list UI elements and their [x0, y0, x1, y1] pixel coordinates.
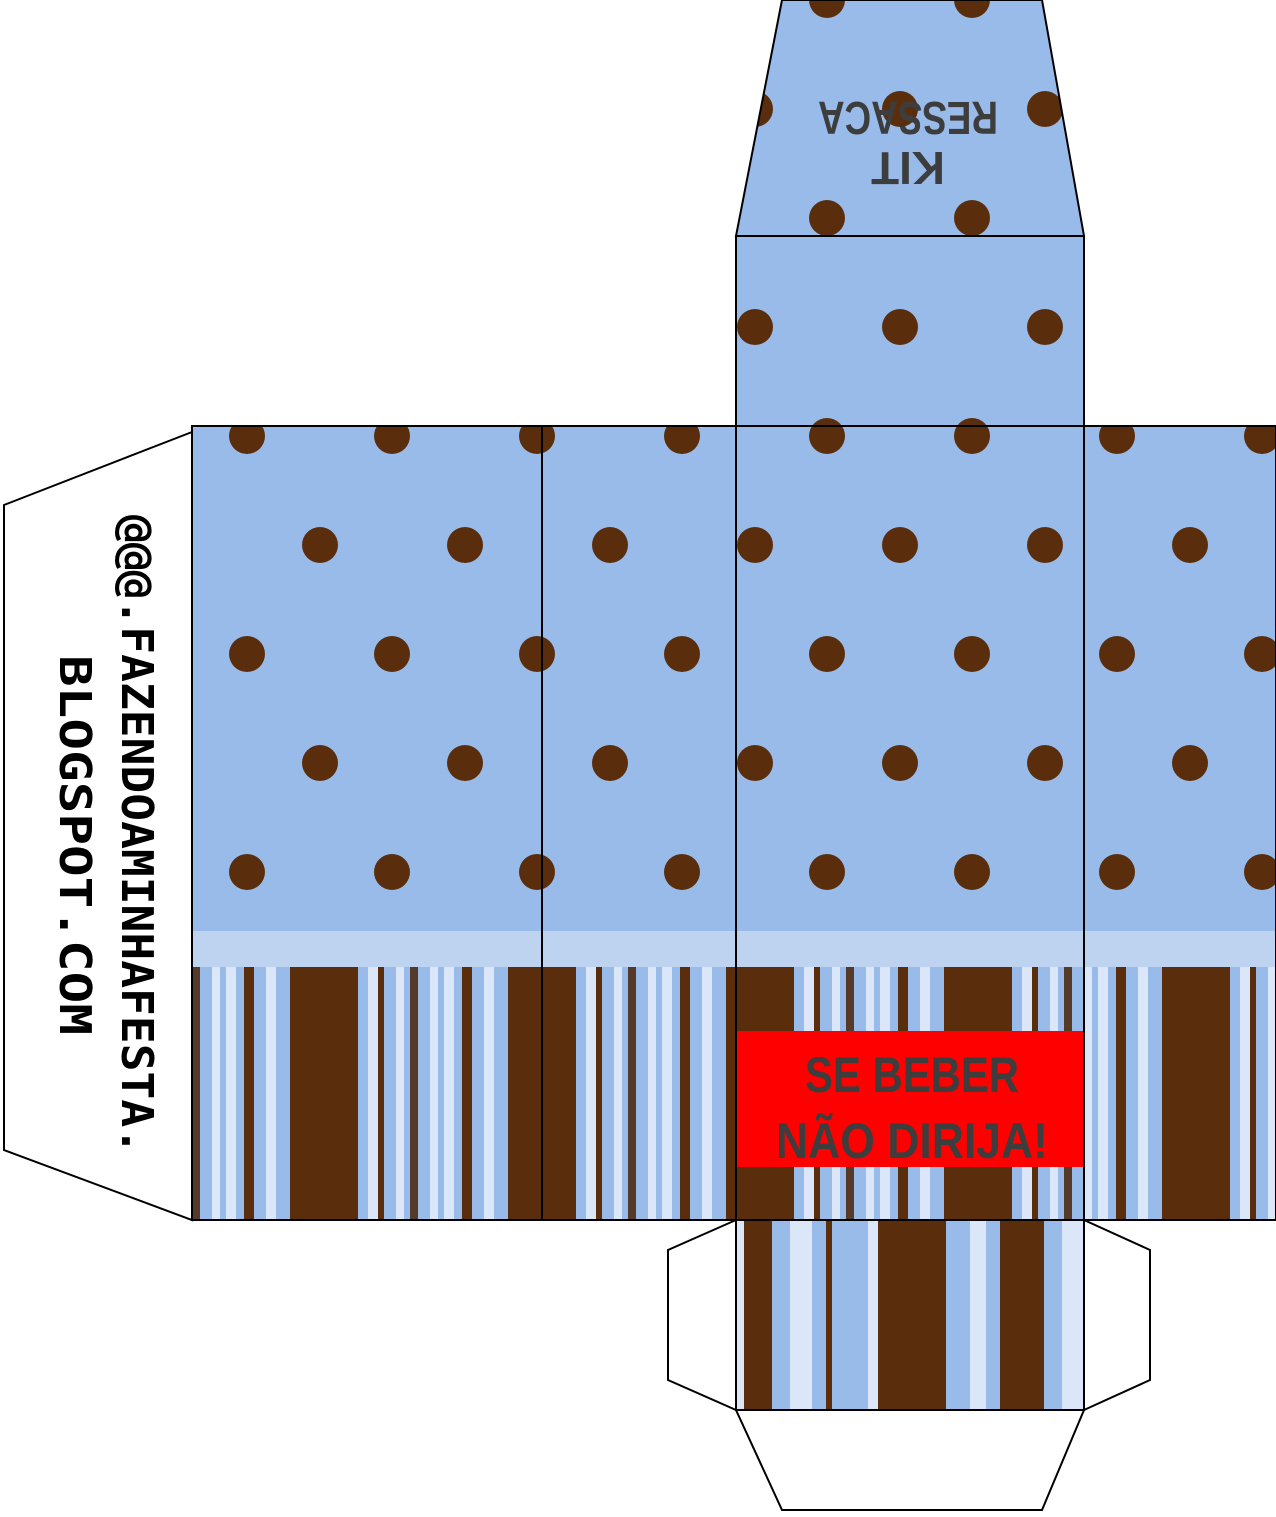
- bottom-tuck-flap: [734, 1409, 1086, 1511]
- side-flap-text-line-2: BLOGSPOT.COM: [49, 655, 100, 1035]
- warning-text-line-1: SE BEBER: [805, 1047, 1019, 1103]
- bottom-right-dust-flap: [1083, 1218, 1151, 1412]
- lid-label: KIT RESSACA: [818, 92, 998, 194]
- panel-right-side: [1083, 425, 1276, 1221]
- warning-text-line-2: NÃO DIRIJA!: [776, 1113, 1048, 1169]
- body-dots-area: [192, 426, 1276, 931]
- body-stripes-area: [192, 967, 1276, 1220]
- body-light-band: [192, 931, 1276, 967]
- bottom-left-dust-flap: [667, 1218, 737, 1412]
- warning-label: [736, 1031, 1084, 1167]
- lid-text-ressaca: RESSACA: [818, 92, 998, 144]
- side-flap-text-line-1: @@@.FAZENDOAMINHAFESTA.: [111, 515, 162, 1155]
- bottom-panel: [735, 1219, 1085, 1411]
- lid-text-kit: KIT: [871, 142, 945, 194]
- side-flap-text-group: @@@.FAZENDOAMINHAFESTA. BLOGSPOT.COM: [49, 515, 162, 1155]
- lid-panel: [735, 235, 1085, 427]
